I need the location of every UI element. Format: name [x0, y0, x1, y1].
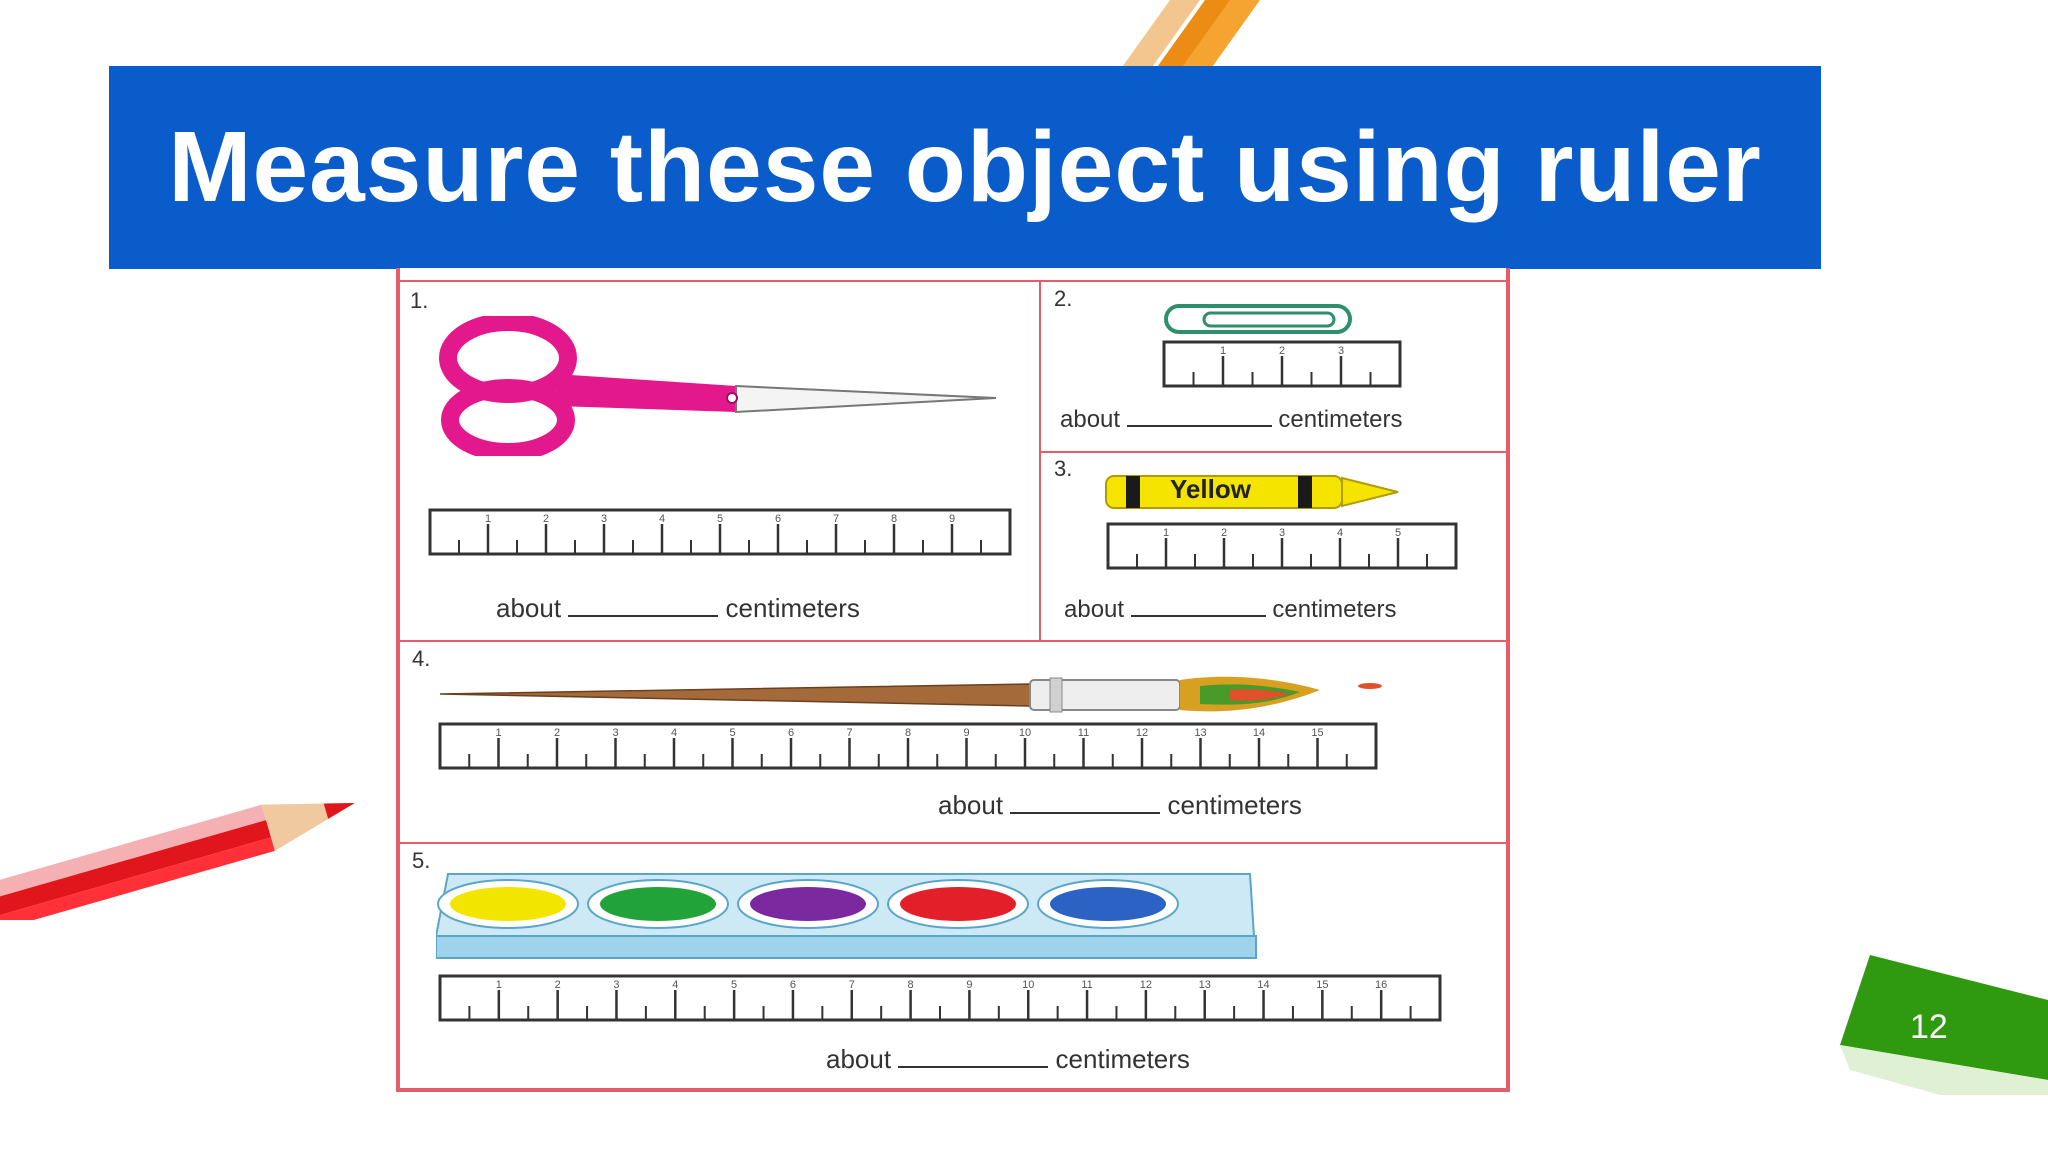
ruler-tick-label: 13	[1199, 979, 1211, 991]
about-label: about	[826, 1044, 892, 1074]
crayon-label: Yellow	[1170, 474, 1251, 504]
item-3-answer-line: about centimeters	[1064, 596, 1396, 624]
ruler-tick-label: 6	[775, 513, 781, 525]
ruler-tick-label: 4	[671, 727, 677, 739]
ruler-tick-label: 3	[1338, 345, 1344, 357]
ruler-tick-label: 8	[905, 727, 911, 739]
ruler-tick-label: 3	[601, 513, 607, 525]
item-1-number: 1.	[410, 288, 429, 313]
paint-palette-icon	[436, 873, 1257, 959]
ruler-tick-label: 12	[1140, 979, 1152, 991]
ruler-tick-label: 4	[1337, 527, 1343, 539]
title-banner: Measure these object using ruler	[109, 66, 1821, 269]
about-label: about	[1060, 406, 1121, 433]
ruler-tick-label: 2	[1279, 345, 1285, 357]
ruler-tick-label: 3	[612, 727, 618, 739]
ruler-tick-label: 5	[717, 513, 723, 525]
ruler-tick-label: 10	[1022, 979, 1034, 991]
unit-label: centimeters	[1055, 1044, 1190, 1074]
page-number: 12	[1910, 1008, 1948, 1046]
red-pencil-decoration	[0, 802, 355, 920]
ruler-tick-label: 9	[963, 727, 969, 739]
about-label: about	[496, 593, 562, 623]
item-4-answer-line: about centimeters	[938, 790, 1302, 821]
ruler-tick-label: 15	[1316, 979, 1328, 991]
item-2-number: 2.	[1054, 286, 1073, 311]
about-label: about	[1064, 596, 1125, 623]
ruler-tick-label: 5	[731, 979, 737, 991]
unit-label: centimeters	[1272, 596, 1397, 623]
answer-blank	[1130, 615, 1266, 617]
item-4-number: 4.	[412, 646, 431, 671]
worksheet-grid	[400, 280, 1506, 844]
ruler-tick-label: 1	[1220, 345, 1226, 357]
ruler-tick-label: 11	[1081, 979, 1092, 991]
unit-label: centimeters	[725, 593, 860, 623]
ruler-tick-label: 15	[1311, 727, 1323, 739]
item-5-answer-line: about centimeters	[826, 1044, 1190, 1075]
paint-color	[900, 887, 1016, 921]
ruler-item-2: 1 2 3	[1162, 340, 1402, 388]
ruler-tick-label: 5	[1395, 527, 1401, 539]
ruler-tick-label: 3	[1279, 527, 1285, 539]
ruler-tick-label: 9	[949, 513, 955, 525]
unit-label: centimeters	[1278, 406, 1403, 433]
paintbrush-icon	[440, 676, 1382, 713]
paint-color	[1050, 887, 1166, 921]
ruler-tick-label: 8	[891, 513, 897, 525]
ruler-item-1: 1 2 3 4 5 6 7 8 9	[428, 508, 1012, 556]
page-number-badge	[1840, 955, 2048, 1095]
ruler-tick-label: 9	[966, 979, 972, 991]
ruler-tick-label: 4	[659, 513, 665, 525]
ruler-tick-label: 12	[1136, 727, 1148, 739]
ruler-tick-label: 1	[1163, 527, 1169, 539]
ruler-tick-label: 5	[729, 727, 735, 739]
ruler-tick-label: 3	[613, 979, 619, 991]
item-3-number: 3.	[1054, 456, 1073, 481]
paint-color	[600, 887, 716, 921]
orange-stripe-decoration	[1120, 0, 1260, 70]
ruler-tick-label: 2	[554, 727, 560, 739]
slide-title: Measure these object using ruler	[168, 111, 1762, 223]
answer-blank	[1126, 425, 1272, 427]
unit-label: centimeters	[1167, 790, 1302, 820]
item-2-answer-line: about centimeters	[1060, 406, 1402, 434]
ruler-tick-label: 1	[495, 727, 501, 739]
ruler-tick-label: 7	[846, 727, 852, 739]
item-5-number: 5.	[412, 848, 431, 873]
crayon-icon	[1105, 475, 1399, 509]
ruler-tick-label: 13	[1194, 727, 1206, 739]
paint-color	[450, 887, 566, 921]
about-label: about	[938, 790, 1004, 820]
ruler-tick-label: 8	[908, 979, 914, 991]
ruler-tick-label: 7	[849, 979, 855, 991]
ruler-tick-label: 14	[1253, 727, 1265, 739]
ruler-tick-label: 6	[788, 727, 794, 739]
ruler-tick-label: 2	[1221, 527, 1227, 539]
ruler-tick-label: 2	[555, 979, 561, 991]
scissors-icon	[439, 316, 996, 456]
item-1-answer-line: about centimeters	[496, 593, 860, 624]
ruler-tick-label: 1	[496, 979, 502, 991]
ruler-item-3: 1 2 3 4 5	[1106, 522, 1458, 570]
ruler-tick-label: 14	[1257, 979, 1269, 991]
ruler-tick-label: 11	[1078, 727, 1089, 739]
paperclip-icon	[1164, 304, 1352, 334]
answer-blank	[898, 1066, 1049, 1068]
ruler-tick-label: 6	[790, 979, 796, 991]
answer-blank	[568, 615, 719, 617]
ruler-tick-label: 1	[485, 513, 491, 525]
ruler-tick-label: 16	[1375, 979, 1387, 991]
ruler-tick-label: 7	[833, 513, 839, 525]
ruler-tick-label: 4	[672, 979, 678, 991]
paint-color	[750, 887, 866, 921]
answer-blank	[1010, 812, 1161, 814]
ruler-tick-label: 2	[543, 513, 549, 525]
ruler-tick-label: 10	[1019, 727, 1031, 739]
